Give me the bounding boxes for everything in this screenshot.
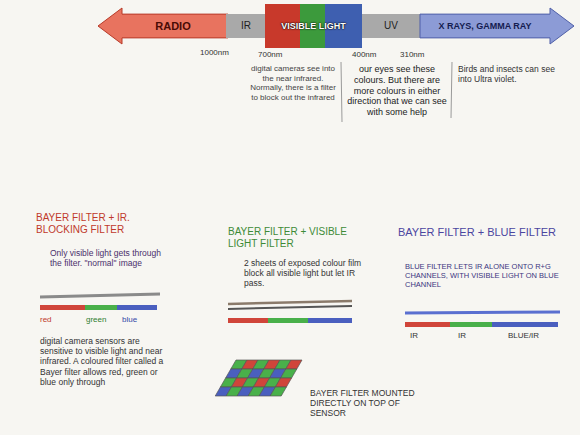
band-label: IR [241,20,251,32]
red-filter [405,322,450,327]
divider-line [341,62,342,122]
green-filter [450,322,492,327]
visible-band: VISIBLE LIGHT [265,4,362,48]
uv-band: UV [362,14,420,38]
note-text: digital cameras see into the near infrar… [250,64,336,102]
arrow-outline [98,8,228,44]
note-text: our eyes see these colours. But there ar… [346,64,448,118]
visible-light-filter-figure [228,301,352,323]
band-label: X RAYS, GAMMA RAY [438,21,531,31]
wavelength-label: 310nm [400,50,438,60]
red-cell [275,378,291,387]
green-filter [268,318,308,323]
channel-label: IR [410,331,440,341]
radio-arrow: RADIO [98,8,228,44]
wavelength-label: 700nm [258,50,298,60]
caption-note: BAYER FILTER MOUNTED DIRECTLY ON TOP OF … [310,388,422,419]
note-text: Birds and insects can see into Ultra vio… [458,64,570,84]
divider-line [451,62,452,118]
section-heading: BAYER FILTER + IR. BLOCKING FILTER [36,212,168,236]
band-label: RADIO [155,20,190,33]
arrow-outline [420,8,574,44]
red-filter [40,305,85,310]
band-label: UV [384,20,398,32]
film-sheet [228,306,352,309]
channel-label: red [40,315,84,325]
ir-band: IR [226,14,266,38]
red-cell [286,360,302,369]
blue-filter-figure [405,312,560,327]
channel-label: green [86,315,118,325]
blue-filter [492,322,558,327]
column-dividers [341,62,452,122]
filter-sheet [40,294,160,297]
section-heading: BAYER FILTER + VISIBLE LIGHT FILTER [228,226,362,250]
red-filter [228,318,268,323]
section-heading: BAYER FILTER + BLUE FILTER [398,226,570,239]
xray-arrow: X RAYS, GAMMA RAY [420,8,574,44]
note-text: BLUE FILTER LETS IR ALONE ONTO R+G CHANN… [405,262,567,289]
channel-label: BLUE/IR [508,331,564,341]
blue-filter [117,305,157,310]
film-sheet [228,301,352,304]
band-label: VISIBLE LIGHT [281,21,346,31]
note-text: Only visible light gets through the filt… [50,248,162,268]
note-text: 2 sheets of exposed colour film block al… [244,258,366,289]
green-cell [281,369,297,378]
note-text: digital camera sensors are sensitive to … [40,336,168,387]
green-cell [270,387,286,396]
bayer-mosaic [215,360,302,396]
wavelength-label: 1000nm [200,48,244,58]
green-filter [85,305,117,310]
blue-filter [308,318,352,323]
blue-filter-sheet [405,312,560,313]
ir-blocking-filter-figure [40,294,160,310]
channel-label: IR [458,331,488,341]
channel-label: blue [122,315,158,325]
wavelength-label: 400nm [352,50,392,60]
